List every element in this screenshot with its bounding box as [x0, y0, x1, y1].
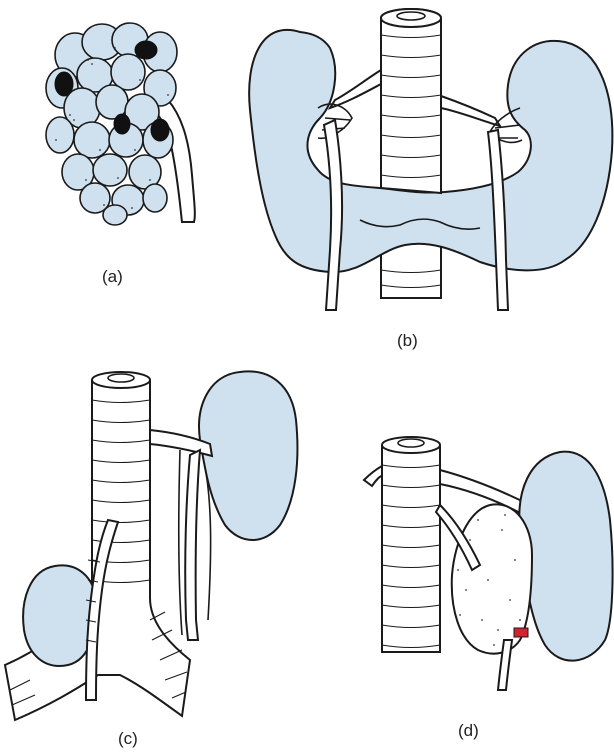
panel-b-renal-artery-right [441, 96, 500, 126]
panel-a-dark-cyst [135, 41, 157, 59]
panel-c-label: (c) [118, 730, 138, 747]
panel-a-label: (a) [102, 268, 123, 285]
panel-a-dark-cyst [55, 72, 73, 96]
panel-a-multicystic-kidney [46, 23, 195, 225]
panel-b-renal-artery-left [330, 70, 381, 108]
panel-d-aorta [382, 445, 440, 652]
panel-d-obstruction-marker [514, 628, 528, 637]
panel-a-dark-cyst [114, 114, 130, 134]
panel-d-vessel-stub [364, 466, 382, 486]
panel-b-label: (b) [397, 332, 418, 349]
panel-c-ureter-upper [185, 450, 200, 640]
panel-d-label: (d) [458, 722, 479, 739]
panel-b-horseshoe-kidney [249, 9, 612, 310]
panel-d-obstructed-kidney [364, 437, 613, 690]
panel-c-kidney-lower [23, 565, 96, 666]
panel-c-ectopic-kidney [5, 371, 297, 720]
panel-a-dark-cyst [151, 119, 169, 141]
panel-c-kidney-upper [199, 371, 297, 540]
panel-d-kidney [519, 452, 612, 661]
